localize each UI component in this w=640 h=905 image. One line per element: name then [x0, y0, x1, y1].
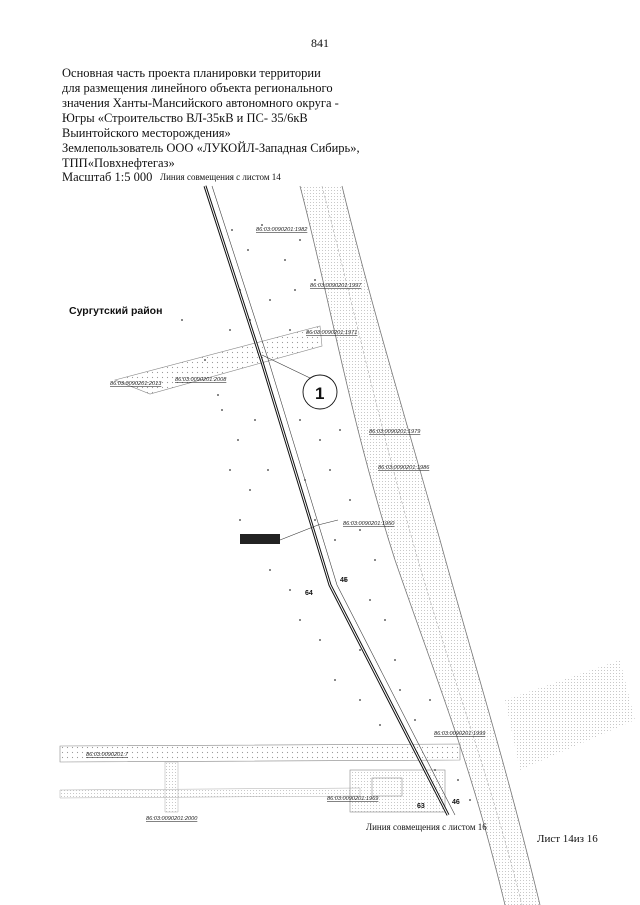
zone-marker-number: 1	[315, 384, 324, 403]
parcel-label: 86:03:0090201:1997	[310, 283, 362, 289]
header-line: для размещения линейного объекта региона…	[62, 81, 333, 95]
header-line: значения Ханты-Мансийского автономного о…	[62, 96, 339, 110]
bottom-join-line-label: Линия совмещения с листом 16	[366, 822, 487, 832]
zone-marker: 1	[261, 354, 338, 410]
header-line: Основная часть проекта планировки террит…	[62, 66, 321, 80]
right-area	[505, 660, 635, 770]
page-number: 841	[311, 36, 329, 50]
point-label-64: 64	[305, 590, 313, 597]
parcel-label: 86:03:0090201:1950	[343, 521, 395, 527]
header-line: Югры «Строительство ВЛ-35кВ и ПС- 35/6кВ	[62, 111, 308, 125]
sheet-number: Лист 14из 16	[537, 833, 598, 845]
well-pad	[349, 769, 446, 813]
road-corridor	[299, 185, 541, 905]
crossing-corridor-upper	[114, 325, 323, 395]
crossing-corridor-lower	[59, 743, 461, 813]
parcel-label: 86:03:0090201:1969	[327, 796, 378, 802]
parcel-label: 86:03:0090201:2008	[175, 377, 227, 383]
parcel-label: 86:03:0090201:2000	[146, 816, 198, 822]
header-line: Землепользователь ООО «ЛУКОЙЛ-Западная С…	[62, 141, 360, 155]
parcel-label: 86:03:0090201:1979	[369, 429, 420, 435]
point-label-63: 63	[417, 803, 425, 810]
point-label-46: 46	[452, 799, 460, 806]
parcel-label: 86:03:0090201:7	[86, 752, 129, 758]
header-line: ТПП«Повхнефтегаз»	[62, 156, 175, 170]
document-header: Основная часть проекта планировки террит…	[62, 66, 382, 171]
parcel-label: 86:03:0090201:1982	[256, 227, 308, 233]
route-tag	[240, 519, 339, 544]
parcel-label: 86:03:0090201:1971	[306, 330, 357, 336]
district-label: Сургутский район	[69, 305, 163, 317]
parcel-label: 86:03:0090201:1999	[434, 731, 485, 737]
power-line-route	[203, 185, 456, 816]
header-line: Выинтойского месторождения»	[62, 126, 231, 140]
point-label-45: 45	[340, 577, 348, 584]
top-join-line-label: Линия совмещения с листом 14	[160, 172, 281, 182]
parcel-label: 86:03:0090201:2013	[110, 381, 162, 387]
parcel-label: 86:03:0090201:1986	[378, 465, 430, 471]
map-scale: Масштаб 1:5 000	[62, 170, 153, 184]
